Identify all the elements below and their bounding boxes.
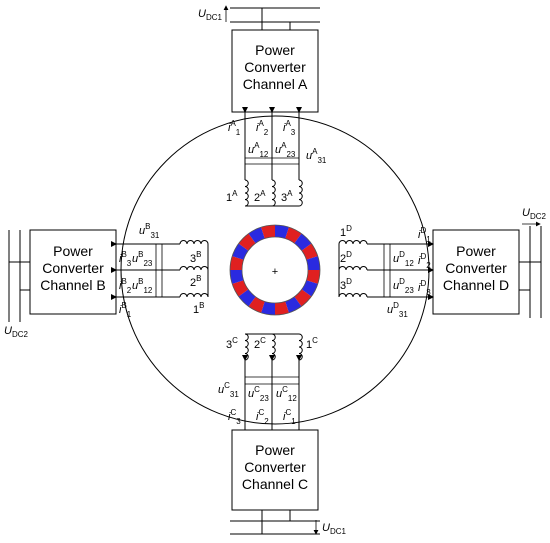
- channel-a-wires: [242, 107, 302, 180]
- coil-label-d1: 1D: [340, 224, 352, 239]
- current-d2: iD2: [418, 252, 431, 270]
- current-a1: iA1: [228, 119, 241, 137]
- voltage-b12: uB12: [132, 277, 153, 295]
- rotor-magnet-segment: [261, 225, 275, 239]
- voltage-d23: uD23: [393, 277, 414, 295]
- coil-winding: [271, 179, 276, 207]
- udc1-top-label: UDC1: [198, 8, 223, 22]
- current-c1: iC1: [283, 408, 296, 426]
- converter-a-line2: Converter: [244, 59, 306, 75]
- voltage-a12: uA12: [248, 141, 269, 159]
- voltage-b23: uB23: [132, 250, 153, 268]
- voltage-c31: uC31: [218, 381, 239, 399]
- coil-label-b2: 2B: [190, 274, 201, 289]
- dc-bus-top: [223, 5, 320, 30]
- coil-label-d3: 3D: [340, 277, 352, 292]
- coil-label-b3: 3B: [190, 250, 201, 265]
- coil-winding: [338, 266, 368, 271]
- coil-winding: [271, 333, 276, 361]
- current-b1: iB1: [119, 301, 132, 319]
- current-a3: iA3: [283, 119, 296, 137]
- channel-c-wires: [242, 355, 302, 430]
- rotor-magnet-segment: [230, 256, 244, 270]
- channel-d-wires: [367, 241, 434, 300]
- current-d1: iD1: [418, 226, 431, 244]
- udc2-left-label: UDC2: [4, 325, 29, 339]
- rotor-magnet-segment: [275, 301, 289, 315]
- rotor-center-mark: +: [272, 266, 278, 278]
- converter-c-line2: Converter: [244, 459, 306, 475]
- current-d3: iD3: [418, 279, 431, 297]
- rotor-magnet-segment: [238, 233, 256, 251]
- converter-d-line1: Power: [456, 243, 496, 259]
- coil-label-a3: 3A: [281, 189, 293, 204]
- voltage-d31: uD31: [387, 301, 408, 319]
- voltage-b31: uB31: [139, 222, 160, 240]
- converter-a-line3: Channel A: [243, 76, 308, 92]
- current-c3: iC3: [228, 408, 241, 426]
- converter-box-a: [231, 29, 319, 113]
- udc2-right-label: UDC2: [522, 207, 547, 221]
- current-c2: iC2: [256, 408, 269, 426]
- voltage-d12: uD12: [393, 250, 414, 268]
- coil-winding: [244, 179, 249, 207]
- coil-label-a1: 1A: [226, 189, 238, 204]
- coil-label-c3: 3C: [226, 336, 238, 351]
- coil-label-d2: 2D: [340, 250, 352, 265]
- udc1-bottom-label: UDC1: [322, 522, 347, 536]
- coil-winding: [179, 266, 209, 271]
- converter-d-line2: Converter: [445, 260, 507, 276]
- rotor-magnet-segment: [230, 270, 244, 284]
- rotor-magnet-segment: [306, 270, 320, 284]
- current-a2: iA2: [256, 119, 269, 137]
- converter-box-c: [231, 429, 319, 511]
- coil-winding: [179, 293, 209, 298]
- coils-channel-c: [244, 333, 303, 361]
- coil-winding: [298, 333, 303, 361]
- coil-label-c2: 2C: [254, 336, 266, 351]
- voltage-a23: uA23: [275, 141, 296, 159]
- voltage-c23: uC23: [248, 385, 269, 403]
- rotor-outer-edge: [229, 224, 321, 316]
- coil-label-b1: 1B: [193, 301, 204, 316]
- converter-b-line2: Converter: [42, 260, 104, 276]
- rotor-magnet-segment: [306, 256, 320, 270]
- coils-channel-a: [244, 179, 303, 207]
- converter-c-line1: Power: [255, 442, 295, 458]
- coil-winding: [338, 293, 368, 298]
- rotor-magnet-segment: [275, 225, 289, 239]
- rotor-magnet-segment: [294, 289, 312, 307]
- coil-winding: [179, 240, 209, 245]
- converter-a-line1: Power: [255, 42, 295, 58]
- coils-channel-b: [179, 240, 209, 298]
- channel-b-wires: [111, 241, 180, 300]
- coils-channel-d: [338, 240, 368, 298]
- converter-d-line3: Channel D: [443, 277, 509, 293]
- current-b2: iB2: [119, 277, 132, 295]
- rotor-magnet-segment: [238, 289, 256, 307]
- current-b3: iB3: [119, 250, 132, 268]
- converter-b-line1: Power: [53, 243, 93, 259]
- converter-c-line3: Channel C: [242, 476, 308, 492]
- voltage-a31: uA31: [306, 147, 327, 165]
- dc-bus-left: [8, 230, 30, 322]
- dc-bus-bottom: [230, 510, 320, 535]
- dc-bus-right: [519, 221, 542, 318]
- coil-winding: [244, 333, 249, 361]
- rotor-magnet-segment: [294, 233, 312, 251]
- coil-label-c1: 1C: [306, 336, 318, 351]
- voltage-c12: uC12: [276, 385, 297, 403]
- coil-label-a2: 2A: [254, 189, 266, 204]
- rotor: [229, 224, 321, 316]
- coil-winding: [338, 240, 368, 245]
- converter-b-line3: Channel B: [40, 277, 105, 293]
- rotor-magnet-segment: [261, 301, 275, 315]
- rotor-inner-edge: [241, 236, 309, 304]
- coil-winding: [298, 179, 303, 207]
